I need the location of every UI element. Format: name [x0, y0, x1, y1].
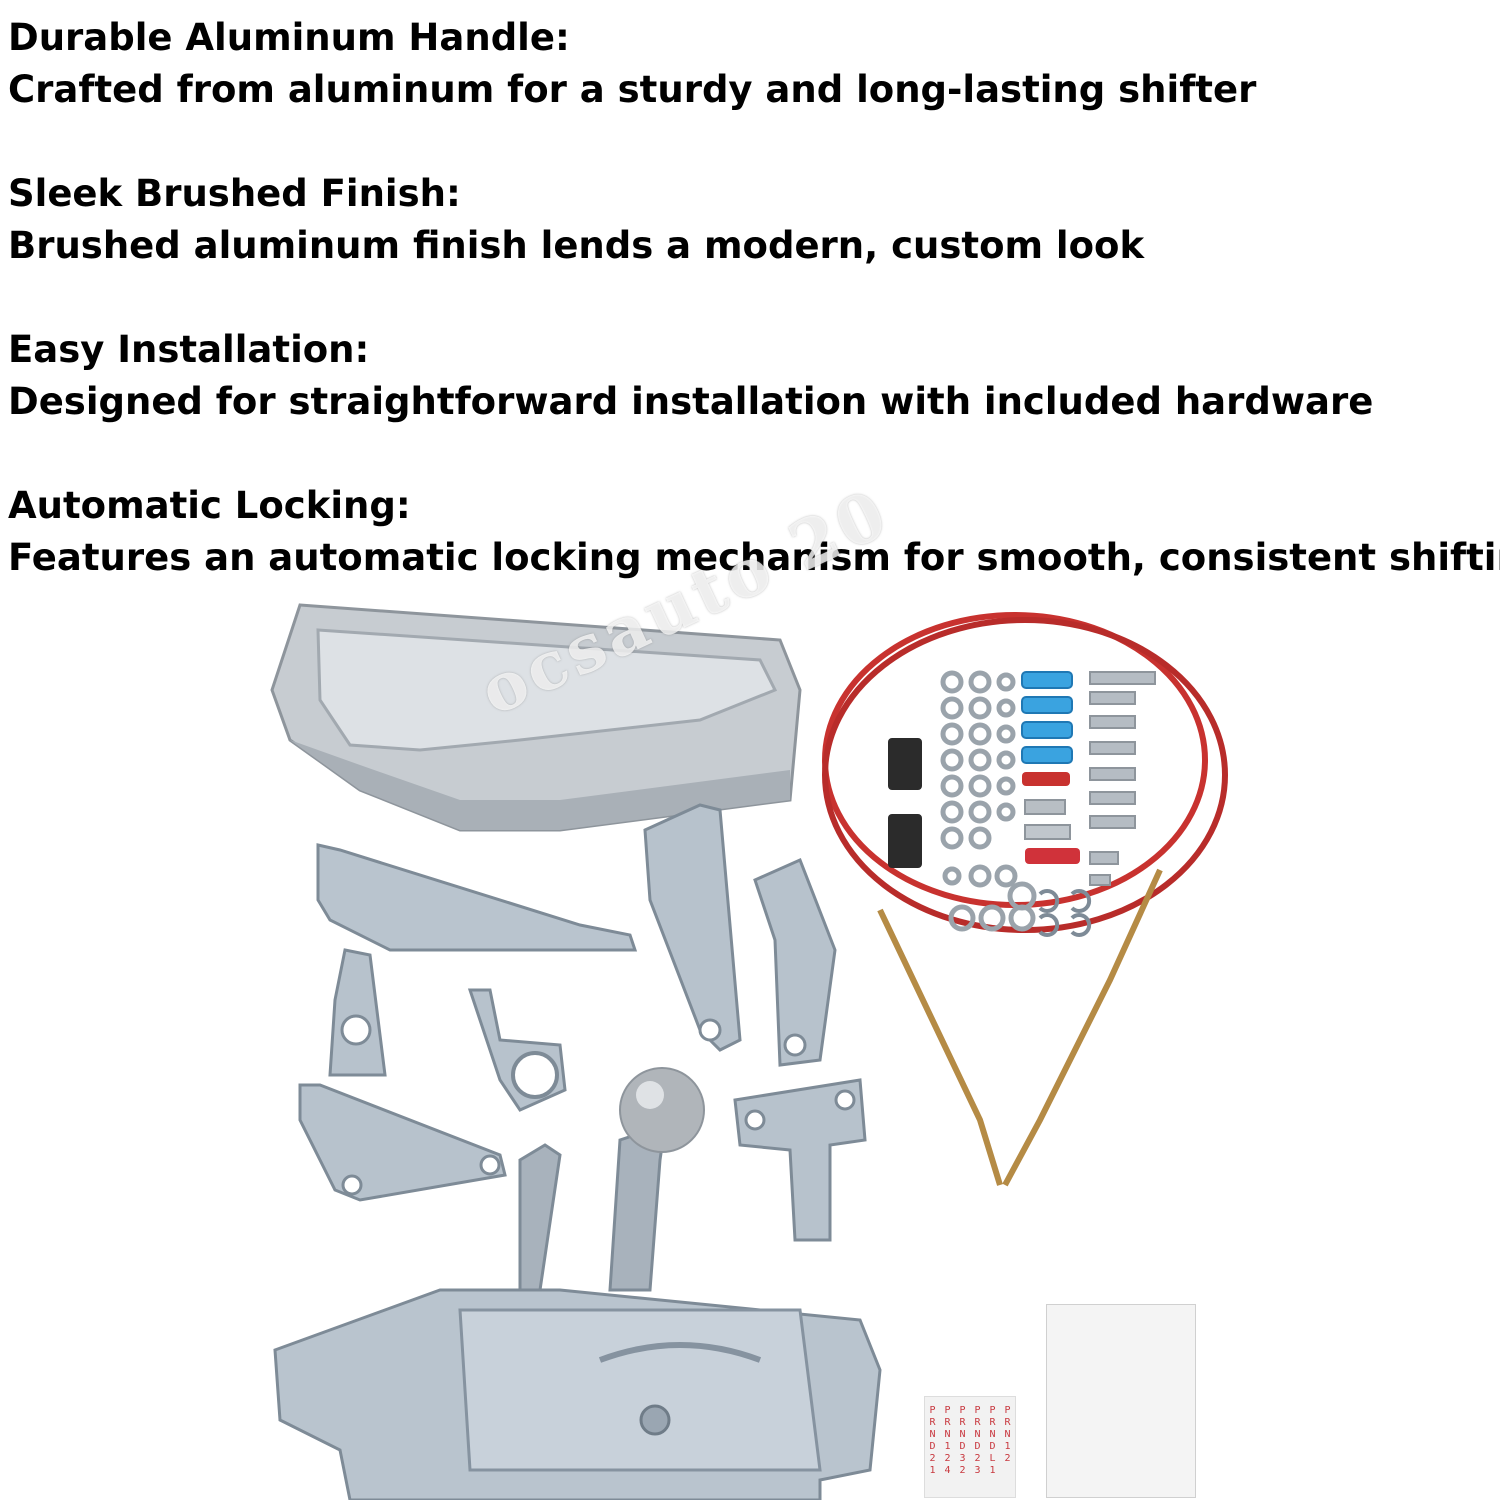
triangle-plate	[298, 1083, 507, 1202]
feature-item: Easy Installation: Designed for straight…	[8, 324, 1498, 428]
micro-switch	[888, 814, 922, 868]
feature-item: Durable Aluminum Handle: Crafted from al…	[8, 12, 1498, 116]
hardware-kit	[888, 670, 1156, 937]
clamp-bracket	[328, 948, 387, 1077]
side-bracket	[753, 857, 837, 1067]
instruction-manual	[1046, 1304, 1196, 1498]
feature-heading: Durable Aluminum Handle:	[8, 16, 570, 59]
shifter-kit-photo	[270, 603, 1228, 1500]
feature-item: Sleek Brushed Finish: Brushed aluminum f…	[8, 168, 1498, 272]
lever-bracket	[643, 803, 742, 1052]
feature-text: Brushed aluminum finish lends a modern, …	[8, 224, 1145, 267]
long-bracket	[316, 843, 638, 952]
feature-text: Designed for straightforward installatio…	[8, 380, 1374, 423]
feature-heading: Easy Installation:	[8, 328, 370, 371]
feature-text: Features an automatic locking mechanism …	[8, 536, 1500, 579]
feature-item: Automatic Locking: Features an automatic…	[8, 480, 1500, 584]
shifter-assembly	[273, 1067, 882, 1500]
t-bracket	[733, 1078, 867, 1242]
feature-heading: Sleek Brushed Finish:	[8, 172, 461, 215]
feature-list: Durable Aluminum Handle: Crafted from al…	[8, 12, 1500, 636]
aluminum-cover	[270, 603, 802, 832]
micro-switch	[888, 738, 922, 790]
feature-text: Crafted from aluminum for a sturdy and l…	[8, 68, 1257, 111]
feature-heading: Automatic Locking:	[8, 484, 411, 527]
